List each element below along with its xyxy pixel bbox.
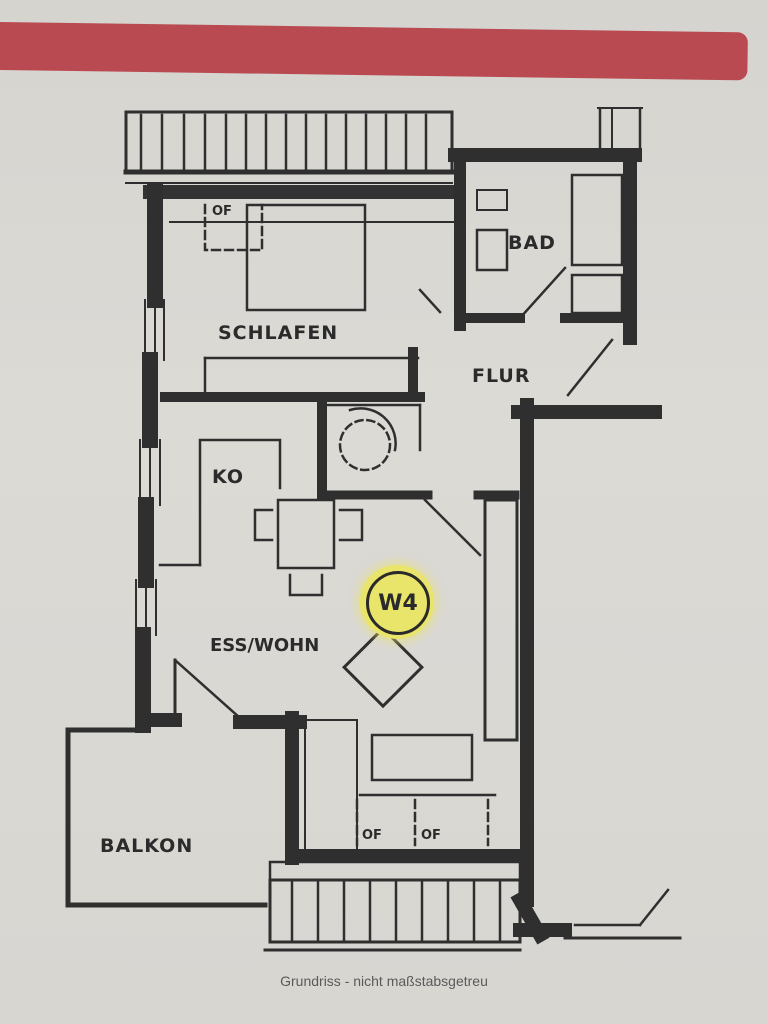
unit-badge-label: W4 — [366, 571, 430, 635]
room-label-schlafen: SCHLAFEN — [218, 322, 339, 344]
unit-badge: W4 — [360, 565, 434, 639]
room-label-flur: FLUR — [472, 365, 531, 387]
of-marker: OF — [362, 828, 382, 843]
room-label-balkon: BALKON — [100, 835, 194, 857]
of-marker: OF — [421, 828, 441, 843]
room-label-ko: KO — [212, 466, 245, 488]
caption: Grundriss - nicht maßstabsgetreu — [280, 973, 488, 989]
of-marker: OF — [212, 204, 232, 219]
room-label-bad: BAD — [508, 232, 556, 254]
room-label-ess-wohn: ESS/WOHN — [210, 635, 320, 656]
